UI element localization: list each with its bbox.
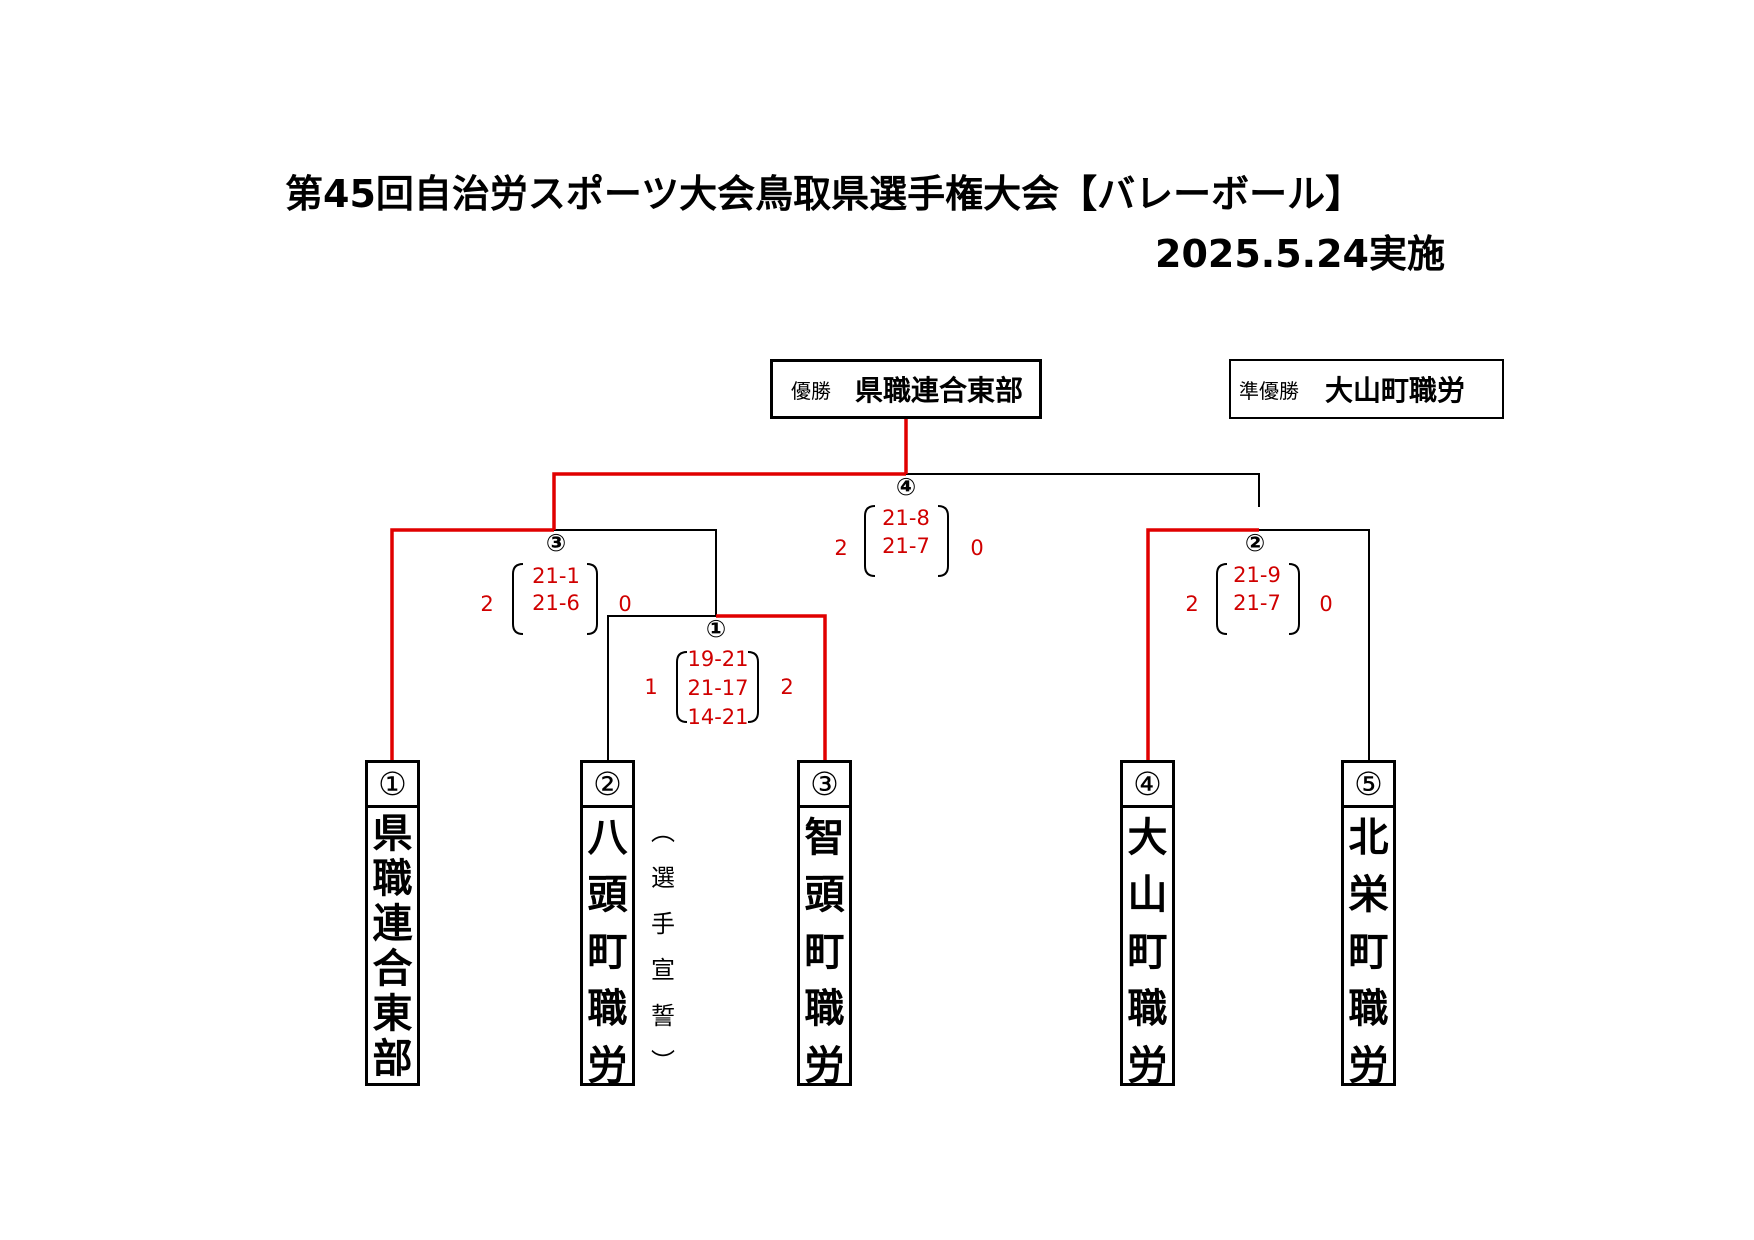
note-char: ︶ (651, 1048, 675, 1076)
match-1-sets-right: 2 (780, 675, 793, 699)
champion-box: 優勝 県職連合東部 (770, 359, 1042, 419)
champion-team: 県職連合東部 (855, 374, 1024, 407)
match-4-number: ④ (896, 473, 916, 501)
line-final-left (552, 472, 906, 530)
team-3-name: 智 頭 町 職 労 (800, 808, 849, 1086)
team-1-seed: ① (368, 763, 417, 808)
team-1-char: 連 (372, 901, 413, 947)
team-box-3: ③ 智 頭 町 職 労 (797, 760, 852, 1086)
champion-label: 優勝 (791, 378, 831, 403)
note-char: 選 (651, 864, 675, 892)
match-1-bracket-left (676, 651, 688, 723)
match-4-sets-left: 2 (834, 536, 847, 560)
team-box-4: ④ 大 山 町 職 労 (1120, 760, 1175, 1086)
team-3-char: 町 (804, 929, 845, 975)
team-5-char: 町 (1348, 929, 1389, 975)
bracket-loser-lines (554, 473, 1370, 760)
team-4-char: 職 (1127, 986, 1168, 1032)
match-1-score-2: 21-17 (687, 676, 748, 700)
team-2-char: 町 (587, 929, 628, 975)
match-1-score-3: 14-21 (687, 705, 748, 729)
team-3-char: 職 (804, 986, 845, 1032)
runner-up-team: 大山町職労 (1325, 374, 1466, 407)
match-3-sets-left: 2 (480, 592, 493, 616)
match-1-sets-left: 1 (644, 675, 657, 699)
match-labels: ① 19-21 21-17 14-21 1 2 ② 21-9 21-7 2 0 … (480, 473, 1332, 729)
team-5-char: 栄 (1348, 872, 1389, 918)
match-3-score-1: 21-1 (532, 564, 580, 588)
match-1-bracket-right (747, 651, 759, 723)
note-char: 手 (651, 910, 675, 938)
runner-up-box: 準優勝 大山町職労 (1229, 359, 1504, 419)
match-4-bracket-left (864, 505, 876, 577)
team-5-char: 労 (1348, 1043, 1389, 1089)
match-2-score-1: 21-9 (1233, 563, 1281, 587)
line-match3-left (390, 528, 554, 760)
team-box-2: ② 八 頭 町 職 労 (580, 760, 635, 1086)
team-box-1: ① 県 職 連 合 東 部 (365, 760, 420, 1086)
team-2-char: 職 (587, 986, 628, 1032)
team-1-char: 東 (372, 991, 413, 1037)
match-2-number: ② (1245, 529, 1265, 557)
team-box-5: ⑤ 北 栄 町 職 労 (1341, 760, 1396, 1086)
team-4-char: 労 (1127, 1043, 1168, 1089)
match-1-number: ① (706, 615, 726, 643)
line-match2-right (1259, 529, 1370, 760)
team-3-char: 労 (804, 1043, 845, 1089)
team-5-char: 職 (1348, 986, 1389, 1032)
match-2-sets-left: 2 (1185, 592, 1198, 616)
team-2-name: 八 頭 町 職 労 (583, 808, 632, 1086)
team-4-name: 大 山 町 職 労 (1123, 808, 1172, 1086)
team-2-char: 労 (587, 1043, 628, 1089)
match-2-sets-right: 0 (1319, 592, 1332, 616)
match-4-score-2: 21-7 (882, 534, 930, 558)
line-final-right (906, 473, 1260, 507)
match-3-score-2: 21-6 (532, 591, 580, 615)
bracket-winner-lines (390, 419, 1259, 760)
team-5-char: 北 (1348, 815, 1389, 861)
team-4-seed: ④ (1123, 763, 1172, 808)
line-match3-right (554, 529, 717, 616)
note-char: 宣 (651, 956, 675, 984)
team-1-char: 部 (372, 1036, 413, 1082)
team-1-char: 職 (372, 856, 413, 902)
team-1-char: 県 (372, 811, 413, 857)
team-2-seed: ② (583, 763, 632, 808)
match-2-bracket-right (1288, 563, 1300, 635)
line-match1-left (607, 615, 716, 760)
match-4-score-1: 21-8 (882, 506, 930, 530)
line-match1-right (716, 614, 827, 760)
runner-up-label: 準優勝 (1239, 378, 1299, 403)
team-4-char: 山 (1127, 872, 1168, 918)
match-1-score-1: 19-21 (687, 647, 748, 671)
note-char: 誓 (651, 1002, 675, 1030)
team-2-char: 八 (587, 815, 628, 861)
team-1-char: 合 (372, 946, 413, 992)
match-3-sets-right: 0 (618, 592, 631, 616)
line-match2-left (1146, 528, 1259, 760)
match-3-bracket-right (586, 563, 598, 635)
team-3-seed: ③ (800, 763, 849, 808)
team-4-char: 町 (1127, 929, 1168, 975)
team-2-char: 頭 (587, 872, 628, 918)
match-3-bracket-left (512, 563, 524, 635)
team-5-name: 北 栄 町 職 労 (1344, 808, 1393, 1086)
athlete-oath-note: ︵ 選 手 宣 誓 ︶ (648, 820, 678, 1074)
match-4-sets-right: 0 (970, 536, 983, 560)
note-char: ︵ (651, 818, 675, 846)
team-3-char: 頭 (804, 872, 845, 918)
match-2-bracket-left (1216, 563, 1228, 635)
match-2-score-2: 21-7 (1233, 591, 1281, 615)
team-1-name: 県 職 連 合 東 部 (368, 808, 417, 1079)
event-date: 2025.5.24実施 (1155, 232, 1445, 276)
match-4-bracket-right (937, 505, 949, 577)
team-5-seed: ⑤ (1344, 763, 1393, 808)
page-title: 第45回自治労スポーツ大会鳥取県選手権大会【バレーボール】 (285, 172, 1364, 216)
match-3-number: ③ (546, 529, 566, 557)
team-3-char: 智 (804, 815, 845, 861)
team-4-char: 大 (1127, 815, 1168, 861)
